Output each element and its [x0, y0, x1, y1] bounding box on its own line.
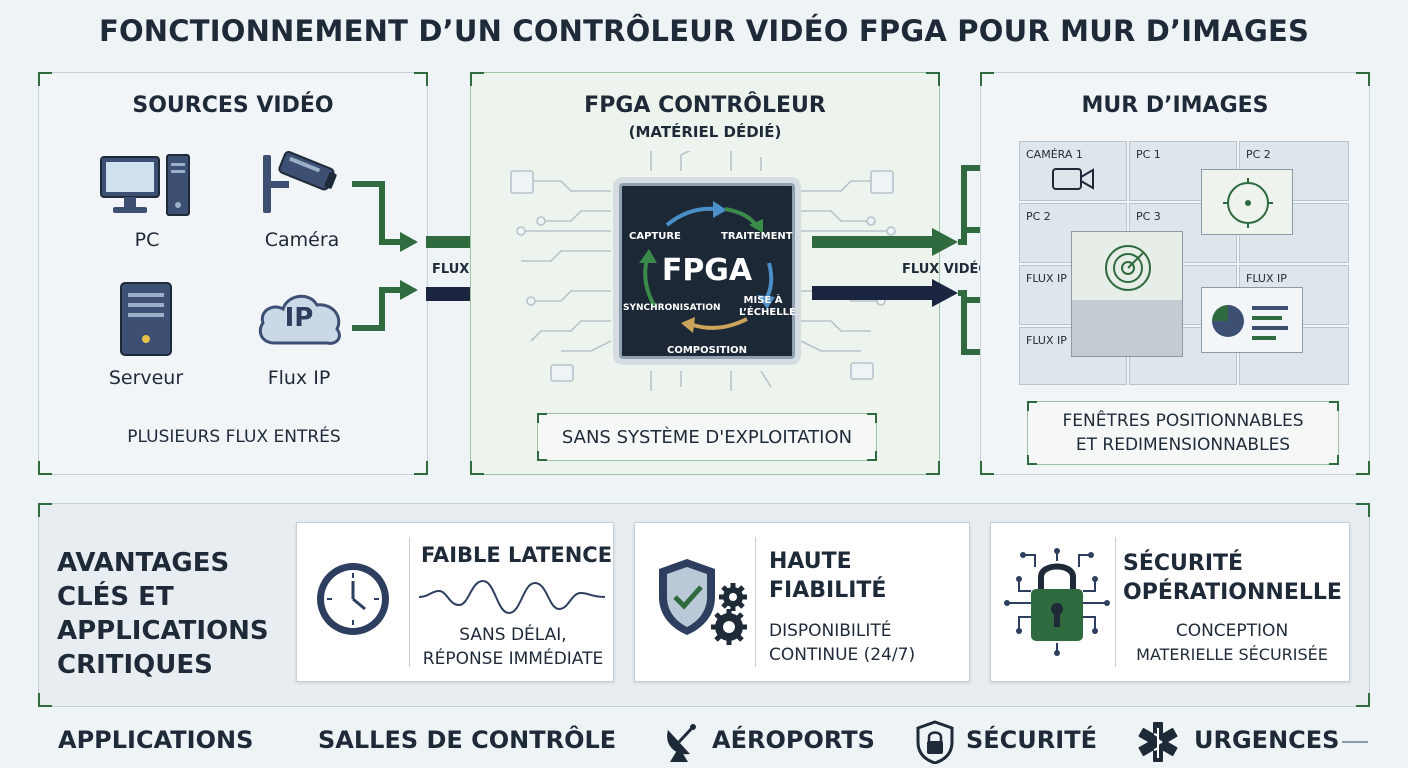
app-emergency: URGENCES [1194, 726, 1340, 754]
wall-footer-line1: FENÊTRES POSITIONNABLES [1062, 411, 1304, 431]
medical-star-icon [1138, 722, 1178, 762]
card-security-sub2: MATERIELLE SÉCURISÉE [1136, 645, 1328, 664]
satellite-dish-icon [667, 724, 696, 762]
cloud-ip-text: IP [284, 303, 314, 333]
sources-panel: SOURCES VIDÉO PC Caméra Serveur IP Flux [38, 72, 428, 475]
fpga-title: FPGA CONTRÔLEUR [584, 93, 826, 118]
advantages-heading: AVANTAGES CLÉS ET APPLICATIONS CRITIQUES [57, 548, 269, 680]
overlay-window-target [1201, 169, 1293, 235]
pie-chart-icon [1212, 305, 1288, 340]
app-control-rooms: SALLES DE CONTRÔLE [318, 726, 617, 754]
card-security-title1: SÉCURITÉ [1123, 551, 1244, 576]
card-security-sub1: CONCEPTION [1175, 621, 1289, 641]
fpga-subtitle: (MATÉRIEL DÉDIÉ) [628, 123, 782, 141]
app-security: SÉCURITÉ [966, 726, 1097, 754]
applications-label: APPLICATIONS [58, 726, 254, 754]
card-reliability-title1: HAUTE [769, 549, 852, 574]
fpga-footer-box: SANS SYSTÈME D'EXPLOITATION [537, 413, 877, 461]
cloud-ip-icon [258, 294, 341, 345]
wall-footer-box: FENÊTRES POSITIONNABLES ET REDIMENSIONNA… [1027, 401, 1339, 465]
cycle-arrows [639, 201, 775, 333]
step-mise-echelle: MISE À L’ÉCHELLE [739, 295, 796, 318]
card-reliability-title2: FIABILITÉ [769, 578, 887, 603]
card-reliability-sub2: CONTINUE (24/7) [769, 645, 916, 665]
video-wall-grid: CAMÉRA 1 PC 1 PC 2 PC 2 PC 3 FLUX IP FLU… [1019, 141, 1349, 385]
clock-icon [317, 563, 389, 635]
page-title: FONCTIONNEMENT D’UN CONTRÔLEUR VIDÉO FPG… [98, 14, 1310, 48]
circuit-traces [510, 151, 896, 391]
wall-footer-line2: ET REDIMENSIONNABLES [1075, 435, 1291, 455]
chip-label: FPGA [661, 253, 753, 288]
target-icon [1223, 178, 1273, 228]
card-reliability-sub1: DISPONIBILITÉ [769, 621, 892, 641]
wall-cell: CAMÉRA 1 [1019, 141, 1127, 201]
server-icon [120, 282, 172, 356]
card-low-latency-sub2: RÉPONSE IMMÉDIATE [422, 649, 604, 669]
source-label-server: Serveur [108, 367, 184, 389]
step-synchronisation: SYNCHRONISATION [623, 303, 721, 313]
camera-icon [263, 151, 337, 213]
video-camera-icon [1052, 168, 1094, 190]
radar-icon [1105, 245, 1151, 291]
shield-check-icon [659, 559, 747, 645]
overlay-window-radar [1071, 231, 1183, 357]
wall-panel: MUR D’IMAGES CAMÉRA 1 PC 1 PC 2 PC 2 PC … [980, 72, 1370, 475]
card-low-latency: FAIBLE LATENCE SANS DÉLAI, RÉPONSE IMMÉD… [296, 522, 614, 682]
app-airports: AÉROPORTS [712, 726, 875, 754]
wave-icon [419, 579, 605, 615]
pc-icon [100, 154, 190, 216]
applications-trailing-line [1342, 741, 1368, 743]
card-security-title2: OPÉRATIONNELLE [1123, 580, 1342, 605]
card-security: SÉCURITÉ OPÉRATIONNELLE CONCEPTION MATER… [990, 522, 1350, 682]
security-shield-icon [916, 720, 954, 764]
step-traitement: TRAITEMENT [721, 231, 793, 242]
wall-title: MUR D’IMAGES [1081, 93, 1269, 118]
card-reliability: HAUTE FIABILITÉ DISPONIBILITÉ CONTINUE (… [634, 522, 970, 682]
sources-title: SOURCES VIDÉO [132, 93, 334, 118]
step-composition: COMPOSITION [667, 345, 747, 356]
padlock-icon [1004, 548, 1110, 656]
card-low-latency-title: FAIBLE LATENCE [421, 543, 613, 567]
overlay-window-chart [1201, 287, 1303, 353]
fpga-panel: FPGA CONTRÔLEUR (MATÉRIEL DÉDIÉ) [470, 72, 940, 475]
source-label-pc: PC [134, 229, 160, 251]
fpga-footer: SANS SYSTÈME D'EXPLOITATION [561, 427, 853, 448]
source-label-camera: Caméra [264, 229, 340, 251]
step-capture: CAPTURE [629, 231, 681, 242]
source-label-flux-ip: Flux IP [267, 367, 331, 389]
card-low-latency-sub1: SANS DÉLAI, [459, 625, 567, 645]
flux-out-label: FLUX VIDÉO [902, 262, 990, 277]
sources-footer: PLUSIEURS FLUX ENTRÉS [127, 427, 341, 447]
